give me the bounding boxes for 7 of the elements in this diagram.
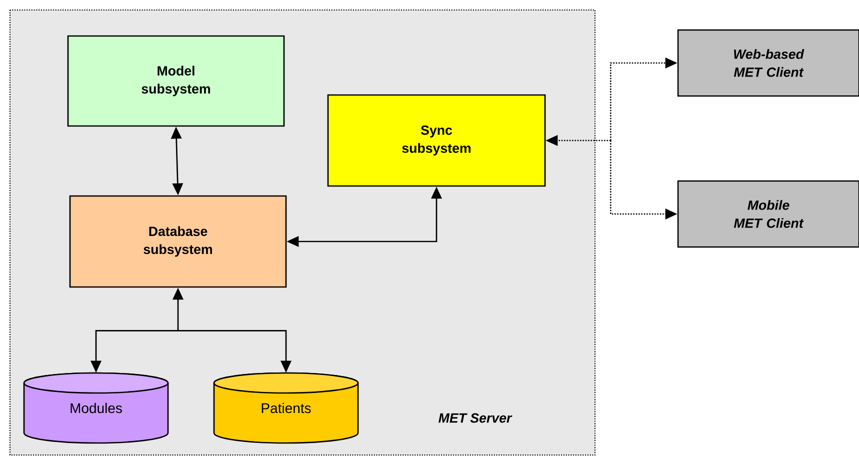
- client-box: Mobile MET Client: [677, 180, 859, 248]
- database-cylinder: Modules: [23, 372, 169, 444]
- subsystem-box: Database subsystem: [69, 195, 287, 288]
- subsystem-box: Sync subsystem: [327, 94, 546, 187]
- subsystem-box: Model subsystem: [67, 35, 285, 127]
- database-cylinder: Patients: [213, 372, 359, 444]
- client-box: Web-based MET Client: [677, 29, 859, 97]
